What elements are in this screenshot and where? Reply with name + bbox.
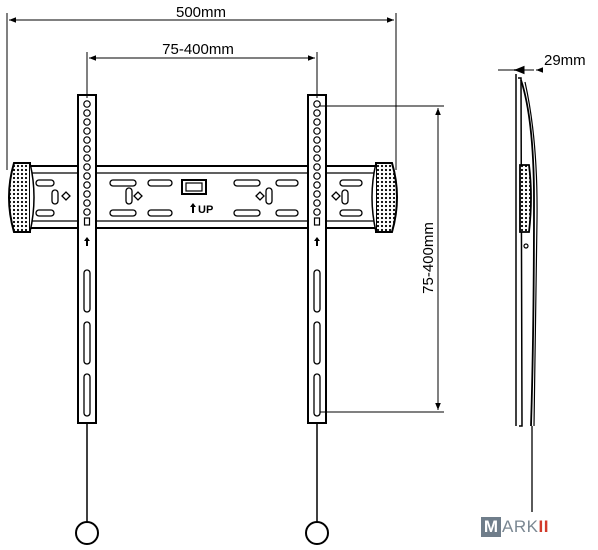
mounting-hole bbox=[313, 208, 321, 216]
side-view bbox=[498, 65, 543, 512]
mounting-hole bbox=[313, 136, 321, 144]
logo-initial: M bbox=[481, 517, 501, 537]
arm-up-arrow-icon bbox=[314, 237, 320, 246]
mounting-hole bbox=[313, 172, 321, 180]
arm-up-arrow-icon bbox=[84, 237, 90, 246]
logo-rest: ARK bbox=[502, 517, 539, 536]
lock-slot bbox=[313, 217, 321, 226]
mounting-hole bbox=[313, 109, 321, 117]
safety-knob bbox=[305, 521, 329, 545]
dimension-horizontal-vesa bbox=[86, 52, 318, 98]
mounting-hole bbox=[83, 208, 91, 216]
mounting-hole bbox=[83, 181, 91, 189]
mounting-hole bbox=[313, 154, 321, 162]
mounting-hole bbox=[313, 163, 321, 171]
up-label: UP bbox=[198, 204, 213, 216]
mounting-hole bbox=[83, 163, 91, 171]
right-vertical-arm bbox=[305, 94, 329, 545]
left-vertical-arm bbox=[75, 94, 99, 545]
mounting-hole bbox=[313, 181, 321, 189]
safety-knob bbox=[75, 521, 99, 545]
dimension-500mm bbox=[6, 13, 397, 170]
mounting-hole bbox=[83, 172, 91, 180]
mounting-hole bbox=[83, 154, 91, 162]
mounting-hole bbox=[83, 199, 91, 207]
lock-slot bbox=[83, 217, 91, 226]
mounting-hole bbox=[83, 145, 91, 153]
logo-wordmark: ARKII bbox=[502, 517, 549, 537]
right-end-cap bbox=[371, 162, 398, 233]
dimension-vertical-vesa bbox=[320, 105, 444, 413]
left-end-cap bbox=[8, 162, 35, 233]
mounting-hole bbox=[83, 109, 91, 117]
level-window bbox=[181, 179, 207, 195]
mounting-hole bbox=[83, 136, 91, 144]
mounting-hole bbox=[313, 100, 321, 108]
mounting-hole bbox=[313, 190, 321, 198]
mounting-hole bbox=[313, 127, 321, 135]
mounting-hole bbox=[83, 118, 91, 126]
vertical-vesa-label: 75-400mm bbox=[420, 222, 437, 294]
overall-width-label: 500mm bbox=[176, 4, 226, 21]
mounting-hole bbox=[313, 118, 321, 126]
logo-accent: II bbox=[538, 517, 549, 536]
mounting-hole bbox=[313, 145, 321, 153]
depth-label: 29mm bbox=[544, 52, 586, 69]
front-view: UP bbox=[8, 94, 398, 545]
mounting-hole bbox=[83, 100, 91, 108]
mounting-hole bbox=[313, 199, 321, 207]
horizontal-vesa-label: 75-400mm bbox=[162, 41, 234, 58]
mounting-hole bbox=[83, 190, 91, 198]
brand-logo: M ARKII bbox=[481, 514, 549, 540]
mounting-hole bbox=[83, 127, 91, 135]
up-arrow-icon bbox=[190, 203, 196, 213]
